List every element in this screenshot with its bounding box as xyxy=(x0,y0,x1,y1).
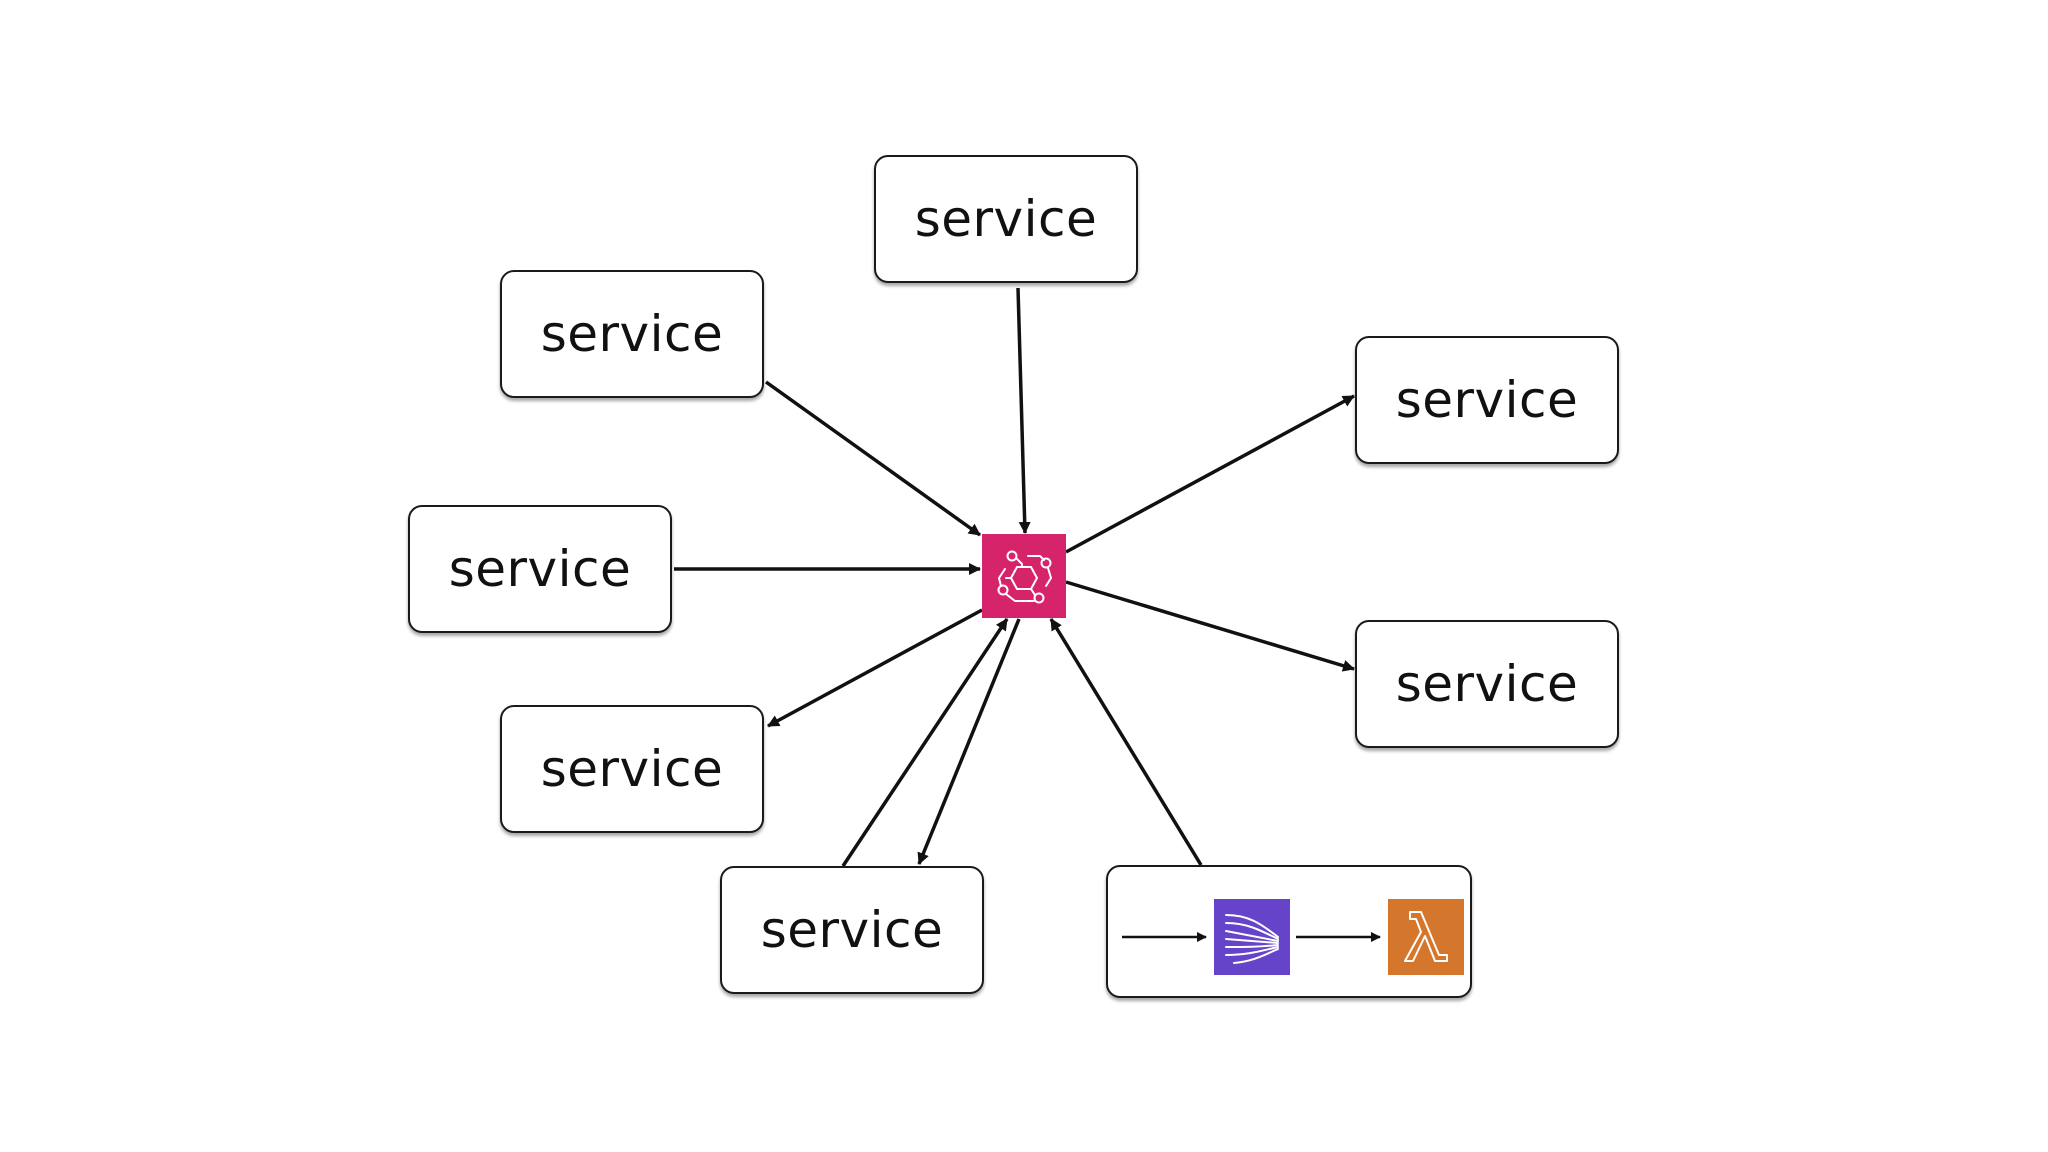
service-box-top: service xyxy=(874,155,1138,283)
service-label: service xyxy=(1395,655,1579,713)
kinesis-icon xyxy=(1214,899,1290,975)
lambda-icon xyxy=(1388,899,1464,975)
arrow-bottom-to-hub xyxy=(841,618,1009,867)
pipeline-flow xyxy=(1122,899,1464,975)
service-label: service xyxy=(540,305,724,363)
arrow-hub-to-upper-right xyxy=(1065,394,1355,554)
eventbridge-icon xyxy=(982,534,1066,618)
service-box-upper-left: service xyxy=(500,270,764,398)
pipeline-box xyxy=(1106,865,1472,998)
service-box-left: service xyxy=(408,505,672,633)
service-box-lower-left: service xyxy=(500,705,764,833)
arrow-upper-left-to-hub xyxy=(764,380,982,537)
arrow-hub-to-lower-right xyxy=(1065,580,1355,672)
service-box-lower-right: service xyxy=(1355,620,1619,748)
arrow-hub-to-bottom xyxy=(917,618,1021,865)
service-label: service xyxy=(1395,371,1579,429)
service-label: service xyxy=(760,901,944,959)
service-box-bottom: service xyxy=(720,866,984,994)
arrow-top-to-hub xyxy=(1016,287,1031,534)
arrow-hub-to-lower-left xyxy=(767,608,983,728)
service-label: service xyxy=(448,540,632,598)
service-label: service xyxy=(540,740,724,798)
service-box-upper-right: service xyxy=(1355,336,1619,464)
arrow-pipeline-to-hub xyxy=(1049,618,1203,866)
service-label: service xyxy=(914,190,1098,248)
